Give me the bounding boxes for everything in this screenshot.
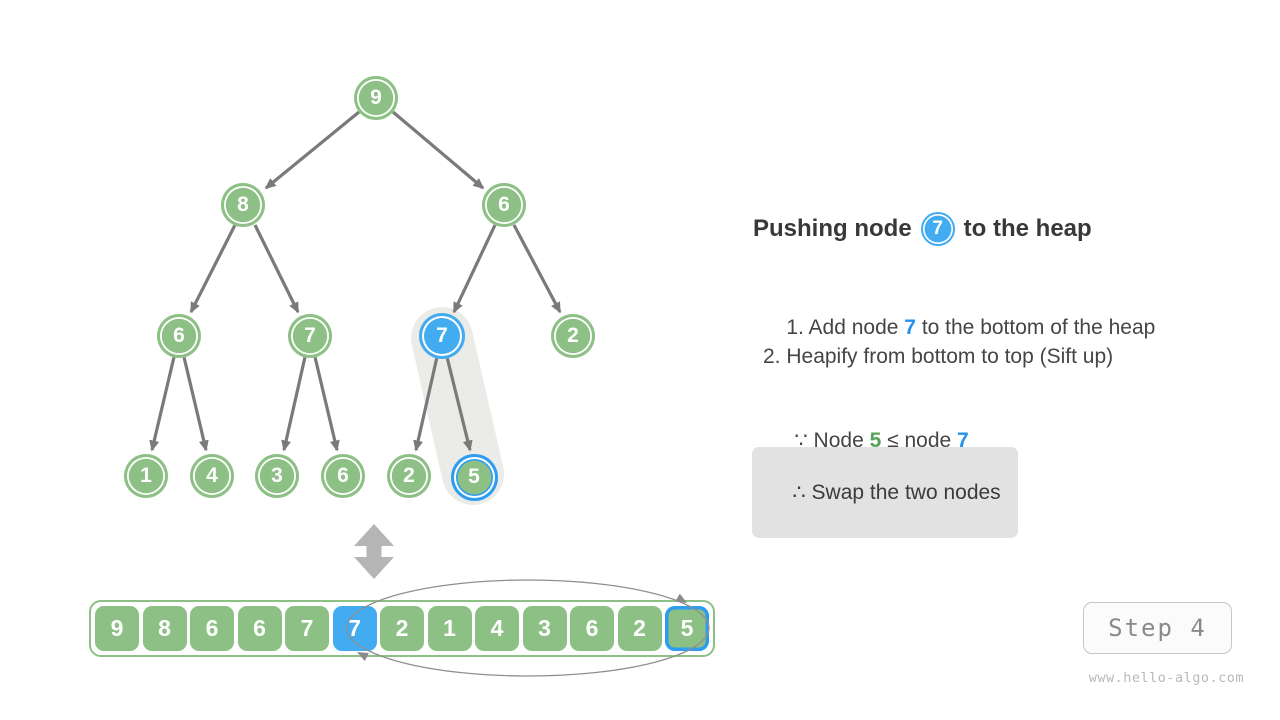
- pushed-node-badge: 7: [920, 212, 955, 246]
- array-cell: 1: [427, 606, 472, 651]
- array-cell: 6: [570, 606, 614, 651]
- step-1-post: to the bottom of the heap: [915, 316, 1156, 339]
- step-1-node-value: 7: [904, 316, 916, 339]
- tree-node-compared: 5: [450, 453, 498, 501]
- because-clause: ∵ Node 5 ≤ node 7: [771, 404, 969, 477]
- array-cell: 4: [475, 606, 519, 651]
- tree-node: 8: [221, 183, 265, 227]
- site-watermark: www.hello-algo.com: [1088, 670, 1244, 686]
- therefore-symbol: ∴: [792, 481, 806, 504]
- array-cell: 8: [142, 606, 187, 651]
- because-pre: Node: [807, 429, 870, 452]
- tree-array-sync-arrow-icon: [354, 524, 394, 579]
- tree-node: 2: [551, 314, 595, 358]
- step-1-text: 1. Add node 7 to the bottom of the heap: [763, 292, 1155, 364]
- array-cell: 2: [617, 606, 662, 651]
- array-cell: 3: [522, 606, 567, 651]
- step-1-pre: 1. Add node: [786, 316, 905, 339]
- therefore-box: ∴ Swap the two nodes: [752, 447, 1018, 538]
- array-cell: 6: [237, 606, 282, 651]
- tree-edge-arrows: [149, 110, 562, 452]
- tree-node: 1: [124, 454, 168, 498]
- tree-node: 6: [321, 454, 365, 498]
- array-cell: 7: [285, 606, 329, 651]
- panel-title: Pushing node 7 to the heap: [753, 212, 1092, 246]
- array-cell-compared: 5: [665, 606, 709, 651]
- step-2-text: 2. Heapify from bottom to top (Sift up): [763, 345, 1114, 368]
- therefore-text: Swap the two nodes: [805, 481, 1001, 504]
- tree-node-pushed: 7: [419, 313, 465, 359]
- tree-node: 4: [190, 454, 234, 498]
- because-node-7: 7: [957, 429, 969, 452]
- array-cell: 6: [190, 606, 234, 651]
- tree-node: 6: [157, 314, 201, 358]
- tree-node: 3: [255, 454, 299, 498]
- step-indicator-button[interactable]: Step 4: [1083, 602, 1232, 654]
- array-cell: 2: [380, 606, 424, 651]
- because-node-5: 5: [869, 429, 882, 452]
- heap-array: 9 8 6 6 7 7 2 1 4 3 6 2 5: [89, 600, 715, 657]
- because-mid: ≤ node: [881, 429, 958, 452]
- tree-node: 6: [482, 183, 526, 227]
- array-cell-pushed: 7: [332, 606, 377, 651]
- tree-node: 2: [387, 454, 431, 498]
- array-cell: 9: [95, 606, 139, 651]
- panel-title-prefix: Pushing node: [753, 215, 912, 242]
- tree-node: 9: [354, 76, 398, 120]
- panel-title-suffix: to the heap: [963, 215, 1092, 242]
- because-symbol: ∵: [794, 429, 808, 452]
- tree-node: 7: [288, 314, 332, 358]
